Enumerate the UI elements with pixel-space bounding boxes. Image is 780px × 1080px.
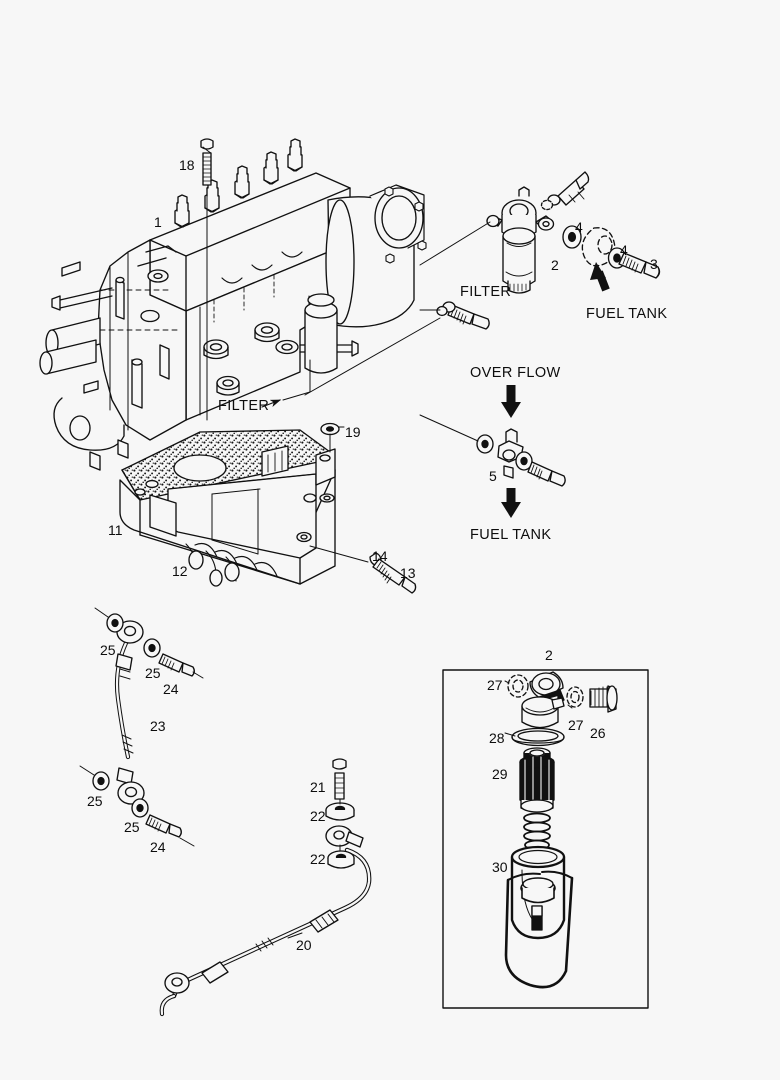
callout-11: 11 — [108, 522, 123, 538]
caption-fuel-tank-upper: FUEL TANK — [586, 306, 668, 322]
callout-27-b: 27 — [568, 717, 584, 733]
caption-filter-lower: FILTER — [218, 398, 270, 414]
callout-22-a: 22 — [310, 808, 326, 824]
callout-12: 12 — [172, 563, 188, 579]
callout-20: 20 — [296, 937, 312, 953]
callout-23: 23 — [150, 718, 166, 734]
callout-24-a: 24 — [163, 681, 179, 697]
caption-filter-upper: FILTER — [460, 284, 512, 300]
callout-19: 19 — [345, 424, 361, 440]
callout-4-b: 4 — [620, 242, 628, 258]
callout-24-b: 24 — [150, 839, 166, 855]
callout-4-a: 4 — [575, 219, 583, 235]
callout-30: 30 — [492, 859, 508, 875]
callout-13: 13 — [400, 565, 416, 581]
callout-25-c: 25 — [87, 793, 103, 809]
callout-25-a: 25 — [100, 642, 116, 658]
callout-1: 1 — [154, 214, 162, 230]
callout-28: 28 — [489, 730, 505, 746]
callout-5: 5 — [489, 468, 497, 484]
callout-25-b: 25 — [145, 665, 161, 681]
callout-21: 21 — [310, 779, 326, 795]
callout-25-d: 25 — [124, 819, 140, 835]
callout-29: 29 — [492, 766, 508, 782]
callout-26: 26 — [590, 725, 606, 741]
callout-3: 3 — [650, 256, 658, 272]
callout-2-a: 2 — [551, 257, 559, 273]
caption-fuel-tank-lower: FUEL TANK — [470, 527, 552, 543]
callout-18: 18 — [179, 157, 195, 173]
callout-2-b: 2 — [545, 647, 553, 663]
callout-27-a: 27 — [487, 677, 503, 693]
callout-22-b: 22 — [310, 851, 326, 867]
callout-14: 14 — [372, 548, 388, 564]
caption-over-flow: OVER FLOW — [470, 365, 561, 381]
